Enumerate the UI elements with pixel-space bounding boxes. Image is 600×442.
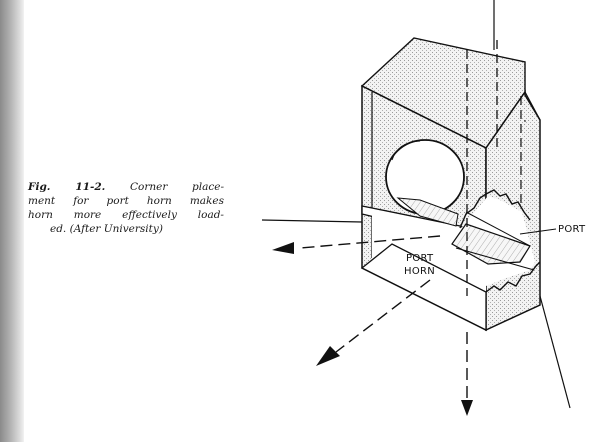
right-bevel-edge [524, 91, 541, 121]
port-label: PORT [558, 224, 586, 235]
airflow-arrow-diagonal [335, 279, 431, 353]
port-leader-line [519, 228, 557, 235]
caption-line-1: Corner place- [130, 181, 224, 193]
port-shelf-edge [465, 211, 531, 247]
caption-line-2: ment for port horn makes [28, 195, 224, 207]
airflow-arrowhead-diagonal [316, 346, 340, 366]
airflow-arrowhead-down [461, 400, 473, 416]
jagged-cutaway-edge-lower [485, 261, 541, 293]
port-shelf [396, 197, 459, 227]
horn-floor [360, 243, 487, 332]
figure-caption: Fig. 11-2. Corner place- ment for port h… [28, 180, 224, 236]
airflow-arrowhead-left [272, 242, 294, 254]
figure-number: Fig. 11-2. [28, 181, 106, 193]
port-horn-label-line-1: PORT [406, 253, 434, 264]
airflow-arrow-left [299, 235, 441, 249]
horn-lower-edge [455, 247, 535, 271]
port-horn-panel [451, 223, 531, 265]
page-gutter [0, 0, 24, 442]
port-horn-label-line-2: HORN [404, 266, 435, 277]
caption-line-3: horn more effectively load- [28, 209, 224, 221]
cutaway-interior [372, 196, 535, 325]
corner-leader-line [539, 295, 571, 409]
caption-line-4: ed. (After University) [50, 223, 163, 235]
speaker-opening-rim [391, 140, 421, 161]
wall-leader-left [261, 219, 363, 223]
jagged-cutaway-edge [459, 189, 531, 229]
